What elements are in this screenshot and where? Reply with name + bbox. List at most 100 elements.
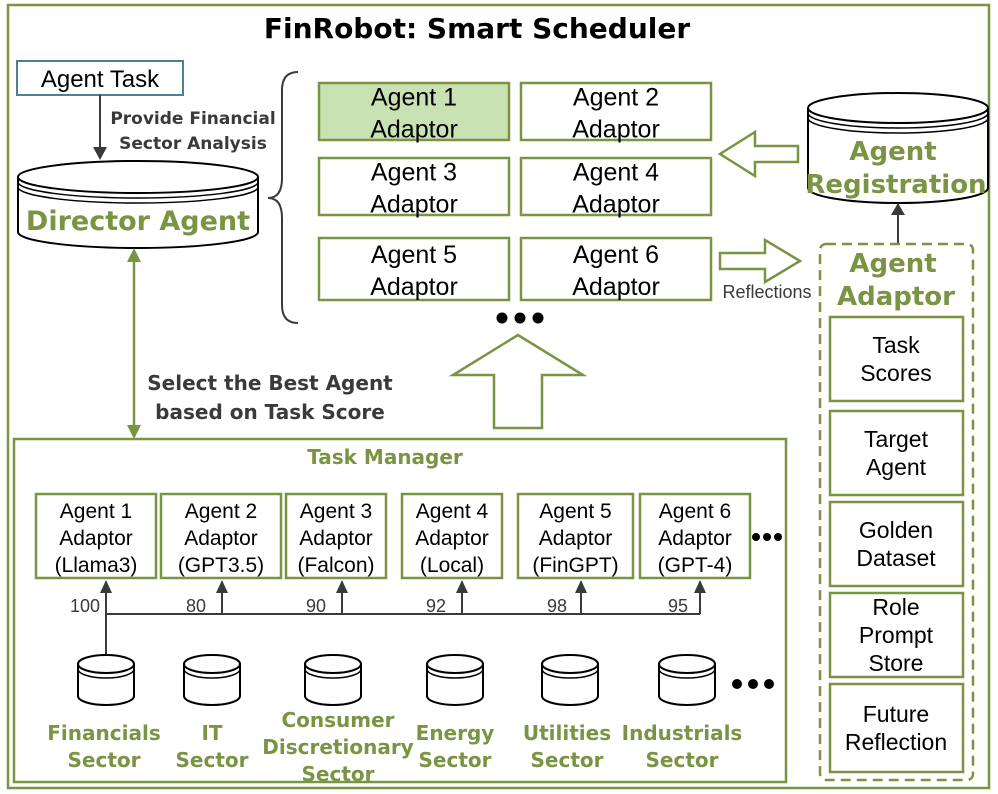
agent-task-label: Agent Task: [41, 66, 160, 93]
adaptor-component-label: Reflection: [845, 729, 947, 755]
task-adaptor-label: Agent 4: [416, 500, 489, 523]
top-adaptor-label: Agent 3: [371, 159, 457, 187]
agent-registration-cylinder: [807, 92, 989, 204]
reflections-label: Reflections: [722, 282, 811, 302]
task-score-label: 100: [70, 596, 100, 616]
score-arrowhead: [336, 580, 348, 593]
score-arrowhead: [100, 580, 112, 593]
top-adaptor-box: [317, 236, 511, 302]
top-adaptor-box: [519, 81, 713, 142]
top-adaptor-label: Adaptor: [572, 116, 660, 144]
task-to-director-arrowhead: [93, 147, 107, 160]
top-adaptor-label: Adaptor: [370, 116, 458, 144]
task-adaptor-box: [284, 492, 388, 580]
sector-db-icon-top: [183, 654, 241, 674]
adaptor-component-label: Store: [869, 650, 924, 676]
task-adaptor-label: Adaptor: [184, 527, 258, 550]
sector-db-icon: [77, 664, 135, 706]
task-adaptor-box: [638, 492, 752, 580]
sector-db-icon-top: [658, 654, 716, 674]
task-adaptor-label: Adaptor: [59, 527, 133, 550]
task-adaptor-box: [400, 492, 504, 580]
sector-label: Sector: [68, 748, 141, 772]
adaptor-component-label: Task: [872, 332, 920, 358]
director-link-arrowhead-down: [127, 425, 141, 439]
sector-db-icon-ring: [541, 668, 599, 679]
task-manager-title: Task Manager: [307, 445, 463, 469]
task-adaptor-1: Agent 1 Adaptor (Llama3) 100: [34, 492, 158, 616]
task-adaptor-label: Agent 1: [60, 500, 132, 523]
sector-db-icon-ring: [77, 668, 135, 679]
top-adaptor-label: Agent 5: [371, 241, 457, 269]
director-agent-label: Director Agent: [26, 206, 250, 237]
task-adaptor-label: Agent 6: [659, 500, 731, 523]
task-adaptor-label: Agent 2: [185, 500, 257, 523]
adaptor-to-registration-arrowhead: [891, 203, 905, 215]
sector-label: Energy: [416, 721, 495, 745]
task-adaptor-label: Adaptor: [415, 527, 489, 550]
sector-db-icon-ring: [658, 668, 716, 679]
score-arrowhead: [694, 580, 706, 593]
select-label-line2: based on Task Score: [155, 400, 385, 424]
task-adaptor-box: [159, 492, 283, 580]
agent-registration-line1: Agent: [849, 137, 936, 167]
top-adaptor-label: Agent 2: [573, 84, 659, 112]
task-adaptor-label: Agent 5: [539, 500, 611, 523]
task-score-label: 90: [306, 596, 326, 616]
score-arrowhead: [456, 580, 468, 593]
top-adaptor-label: Adaptor: [370, 191, 458, 219]
task-adaptor-label: (Falcon): [297, 554, 374, 577]
agent-registration-line2: Registration: [805, 170, 986, 200]
adaptor-component-label: Role: [872, 594, 919, 620]
adaptor-component-label: Dataset: [856, 545, 936, 571]
sector-label: Industrials: [622, 721, 743, 745]
task-score-label: 80: [186, 596, 206, 616]
more-sectors-dots: [732, 679, 774, 689]
sector-db-icon: [304, 664, 362, 706]
adaptor-component-box: [828, 315, 965, 403]
sector-label: Sector: [419, 748, 492, 772]
task-manager-adaptor-row: Agent 1 Adaptor (Llama3) 100 Agent 2 Adaptor (…: [34, 492, 752, 660]
sector-label: IT: [201, 721, 222, 745]
top-adaptor-2: Agent 2 Adaptor: [519, 81, 713, 144]
task-score-label: 98: [547, 596, 567, 616]
sector-db-icon: [183, 664, 241, 706]
top-adaptor-label: Agent 6: [573, 241, 659, 269]
sector-label: Financials: [47, 721, 160, 745]
sector-label: Discretionary: [262, 735, 413, 759]
director-link-arrowhead-up: [127, 248, 141, 262]
sector-db-icon-top: [426, 654, 484, 674]
sector-db-icon-ring: [183, 668, 241, 679]
agent-adaptor-title-line2: Adaptor: [837, 282, 955, 312]
top-adaptor-box: [317, 156, 511, 217]
big-up-arrow: [448, 333, 588, 430]
adaptor-component-list: TaskScoresTargetAgentGoldenDatasetRolePr…: [828, 315, 965, 774]
sector-label: Consumer: [281, 708, 394, 732]
adaptor-group-brace: [267, 71, 299, 324]
top-adaptor-box: [519, 156, 713, 217]
sector-db-icon-top: [304, 654, 362, 674]
score-arrowhead: [575, 580, 587, 593]
top-adaptor-label: Adaptor: [572, 191, 660, 219]
task-adaptor-label: (Llama3): [55, 554, 138, 577]
adaptor-component-box: [828, 500, 965, 588]
sector-label: Sector: [176, 748, 249, 772]
task-adaptor-label: (GPT-4): [658, 554, 733, 577]
sector-db-icon: [541, 664, 599, 706]
task-adaptor-label: (FinGPT): [532, 554, 618, 577]
